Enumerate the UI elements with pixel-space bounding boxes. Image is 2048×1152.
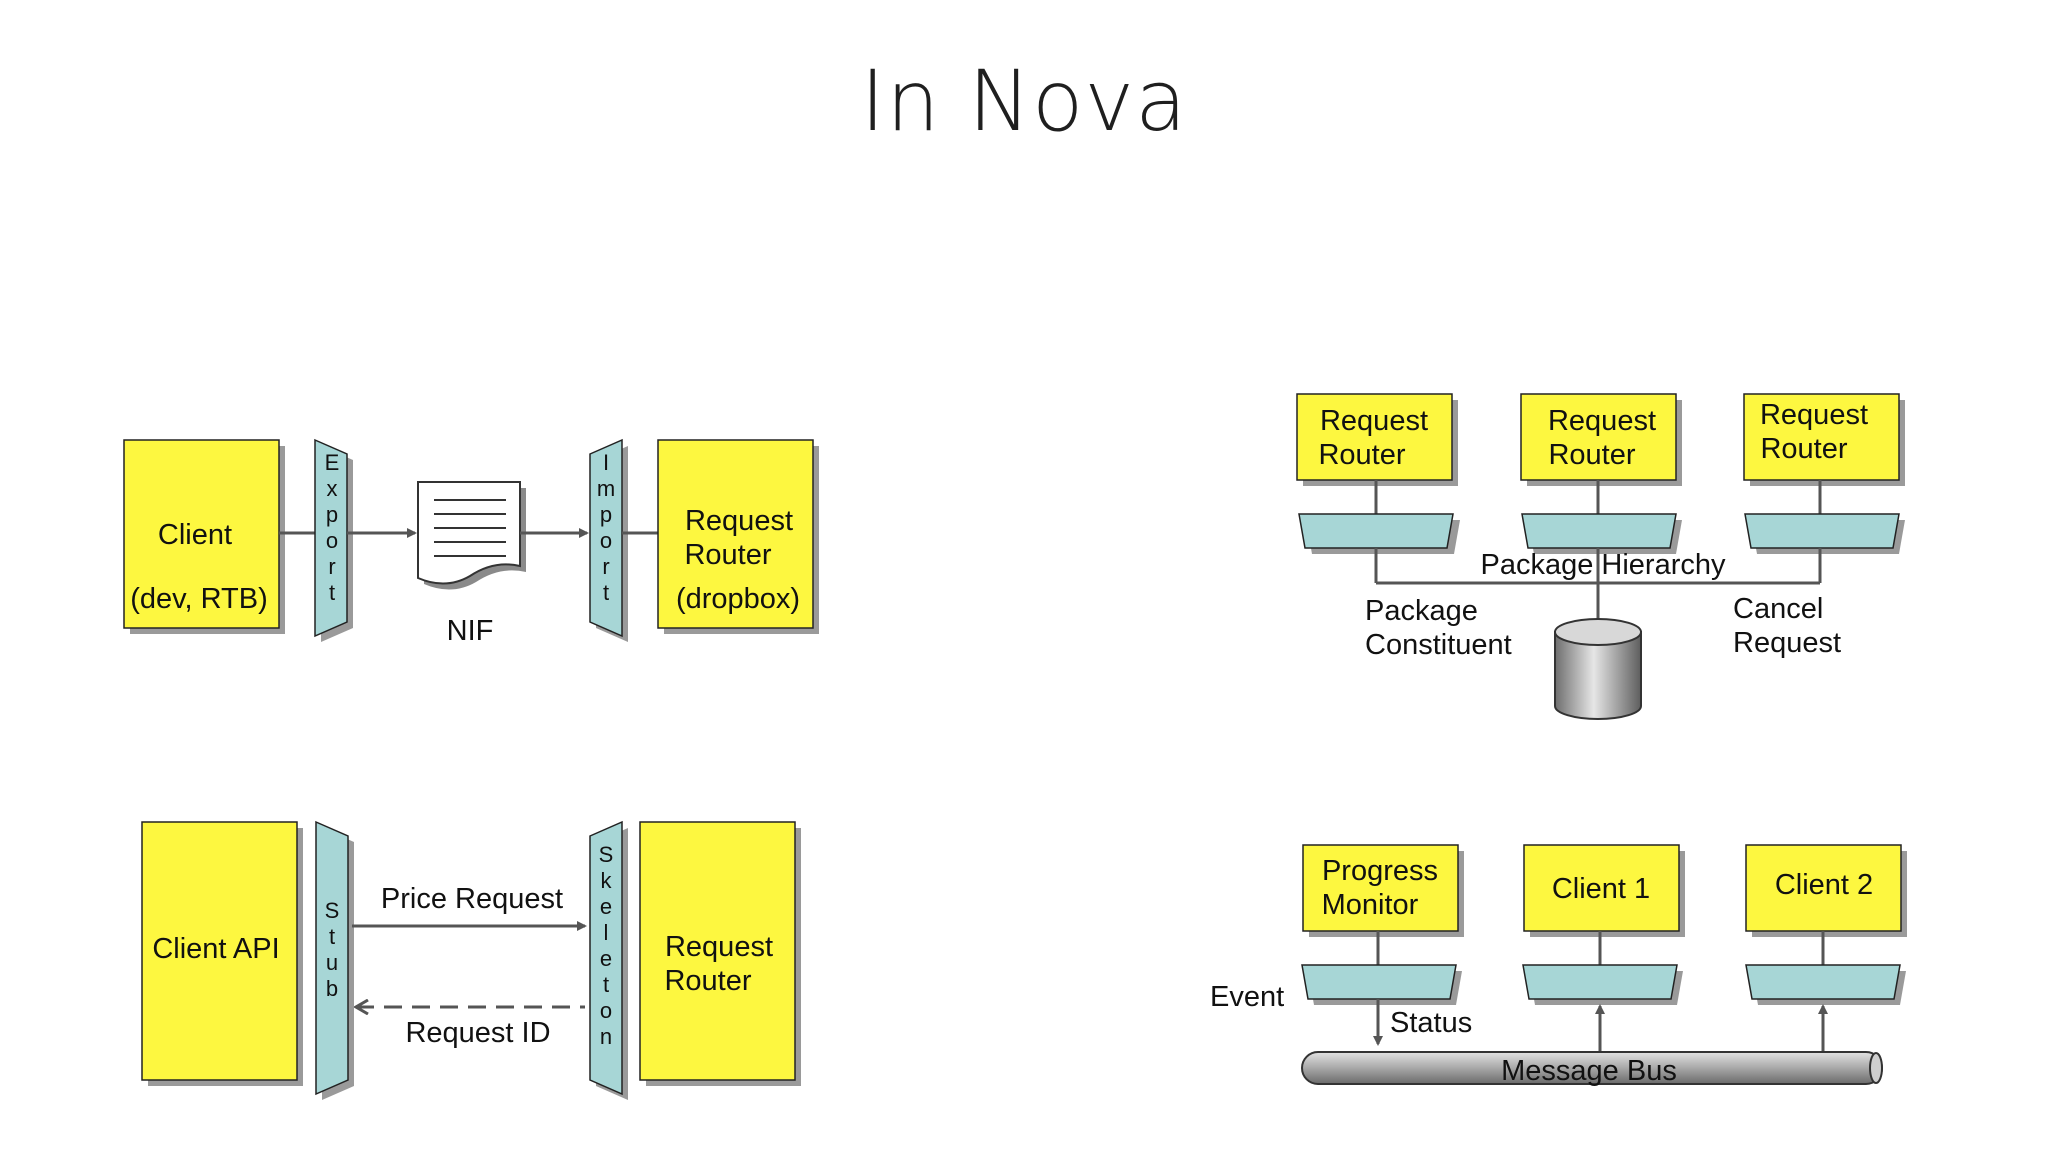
event-label: Event bbox=[1210, 981, 1284, 1013]
interface-b bbox=[1521, 513, 1677, 549]
cancel-request-label-1: Cancel bbox=[1733, 593, 1823, 625]
skeleton-ch-5: e bbox=[600, 946, 612, 971]
message-bus-label: Message Bus bbox=[1501, 1055, 1677, 1087]
export-interface bbox=[314, 438, 348, 638]
stub-ch-4: b bbox=[326, 976, 338, 1001]
stub-ch-2: t bbox=[329, 924, 335, 949]
diagram-package-hierarchy: Request Router Request Router Request Ro… bbox=[1296, 393, 1905, 720]
export-ch-6: t bbox=[329, 580, 335, 605]
interface-client2 bbox=[1745, 964, 1901, 1000]
package-hierarchy-label: Package Hierarchy bbox=[1481, 549, 1726, 581]
router-a-label-2: Router bbox=[1318, 439, 1405, 471]
database-icon bbox=[1554, 618, 1642, 720]
router2-label-1: Request bbox=[665, 931, 773, 963]
skeleton-ch-2: k bbox=[601, 868, 613, 893]
price-request-label: Price Request bbox=[381, 883, 563, 915]
diagram-remote-call: Client API S t u b Price Request Request… bbox=[141, 820, 801, 1100]
import-interface bbox=[589, 438, 623, 638]
progress-monitor-box bbox=[1302, 844, 1459, 932]
client1-label: Client 1 bbox=[1552, 873, 1650, 905]
diagram-message-bus: Progress Monitor Client 1 Client 2 Event… bbox=[1210, 844, 1907, 1087]
interface-c bbox=[1744, 513, 1900, 549]
router-box-a bbox=[1296, 393, 1453, 481]
import-ch-2: m bbox=[597, 476, 615, 501]
stub-ch-3: u bbox=[326, 950, 338, 975]
message-bus-pipe bbox=[1301, 1051, 1883, 1085]
package-constituent-label-2: Constituent bbox=[1365, 629, 1512, 661]
router-label-3: (dropbox) bbox=[676, 583, 800, 615]
interface-monitor bbox=[1301, 964, 1457, 1000]
router-a-label-1: Request bbox=[1320, 405, 1428, 437]
cancel-request-label-2: Request bbox=[1733, 627, 1841, 659]
import-ch-3: p bbox=[600, 502, 612, 527]
client1-box bbox=[1523, 844, 1680, 932]
client-box bbox=[123, 439, 280, 629]
skeleton-ch-7: o bbox=[600, 998, 612, 1023]
router-box-c bbox=[1743, 393, 1900, 481]
import-ch-1: I bbox=[603, 450, 609, 475]
package-constituent-label-1: Package bbox=[1365, 595, 1478, 627]
progress-monitor-label-1: Progress bbox=[1322, 855, 1438, 887]
status-label: Status bbox=[1390, 1007, 1472, 1039]
stub-ch-1: S bbox=[325, 898, 340, 923]
request-id-label: Request ID bbox=[405, 1017, 550, 1049]
interface-a bbox=[1298, 513, 1454, 549]
router-b-label-2: Router bbox=[1548, 439, 1635, 471]
interface-client1 bbox=[1522, 964, 1678, 1000]
skeleton-interface bbox=[589, 820, 623, 1096]
router-c-label-1: Request bbox=[1760, 399, 1868, 431]
export-ch-5: r bbox=[328, 554, 335, 579]
nif-label: NIF bbox=[447, 615, 494, 647]
skeleton-ch-1: S bbox=[599, 842, 614, 867]
skeleton-ch-8: n bbox=[600, 1024, 612, 1049]
skeleton-ch-4: l bbox=[604, 920, 609, 945]
client-sublabel: (dev, RTB) bbox=[130, 583, 268, 615]
export-label: E x p o r t bbox=[325, 450, 340, 605]
document-icon bbox=[417, 481, 526, 590]
router-c-label-2: Router bbox=[1760, 433, 1847, 465]
client-label: Client bbox=[158, 519, 232, 551]
client-api-label: Client API bbox=[152, 933, 279, 965]
import-ch-4: o bbox=[600, 528, 612, 553]
router-label-2: Router bbox=[684, 539, 771, 571]
progress-monitor-label-2: Monitor bbox=[1322, 889, 1419, 921]
import-label: I m p o r t bbox=[597, 450, 615, 605]
router-b-label-1: Request bbox=[1548, 405, 1656, 437]
client2-label: Client 2 bbox=[1775, 869, 1873, 901]
router-label-1: Request bbox=[685, 505, 793, 537]
client-api-box bbox=[141, 821, 298, 1081]
router-box-b bbox=[1520, 393, 1677, 481]
stub-label: S t u b bbox=[325, 898, 340, 1001]
slide-title: In Nova bbox=[860, 52, 1188, 150]
stub-interface bbox=[315, 820, 349, 1096]
client2-box bbox=[1745, 844, 1902, 932]
diagram-file-transfer: Client (dev, RTB) E x p o r t NIF bbox=[123, 438, 819, 647]
export-ch-4: o bbox=[326, 528, 338, 553]
skeleton-ch-6: t bbox=[603, 972, 609, 997]
import-ch-6: t bbox=[603, 580, 609, 605]
export-ch-1: E bbox=[325, 450, 340, 475]
skeleton-label: S k e l e t o n bbox=[599, 842, 614, 1049]
request-router-box-2 bbox=[639, 821, 796, 1081]
import-ch-5: r bbox=[602, 554, 609, 579]
export-ch-2: x bbox=[327, 476, 338, 501]
router2-label-2: Router bbox=[664, 965, 751, 997]
export-ch-3: p bbox=[326, 502, 338, 527]
request-router-box bbox=[657, 439, 814, 629]
skeleton-ch-3: e bbox=[600, 894, 612, 919]
